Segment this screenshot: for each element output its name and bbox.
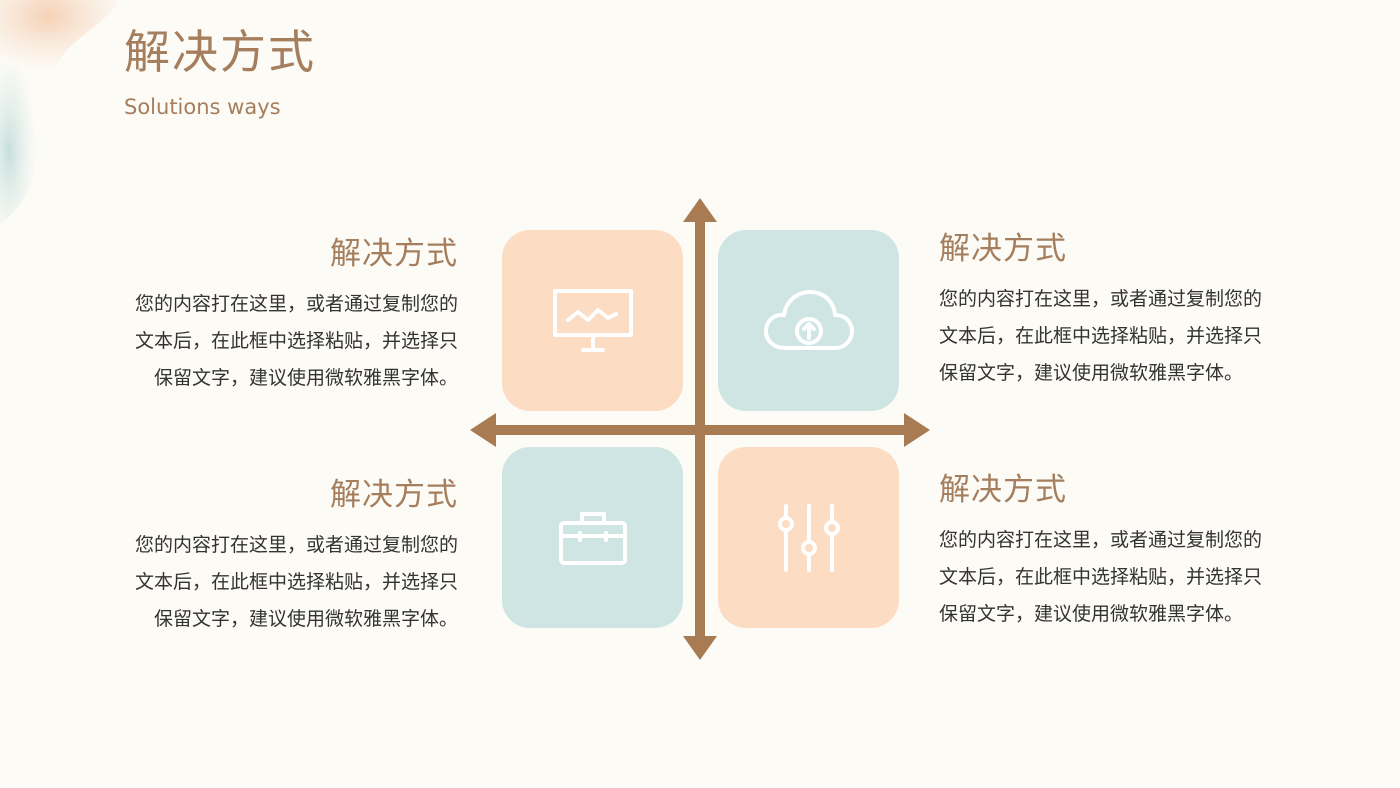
- block-title: 解决方式: [330, 236, 458, 272]
- sliders-icon: [777, 503, 840, 572]
- briefcase-icon: [558, 511, 627, 565]
- block-text-line: 文本后，在此框中选择粘贴，并选择只: [939, 566, 1263, 588]
- arrow-left-icon: [470, 413, 496, 447]
- tile-briefcase: [502, 447, 683, 628]
- tile-sliders: [718, 447, 899, 628]
- block-text-line: 保留文字，建议使用微软雅黑字体。: [153, 367, 458, 389]
- block-text: 您的内容打在这里，或者通过复制您的 文本后，在此框中选择粘贴，并选择只 保留文字…: [98, 527, 458, 638]
- block-text-line: 您的内容打在这里，或者通过复制您的: [134, 293, 458, 315]
- block-text-line: 文本后，在此框中选择粘贴，并选择只: [939, 325, 1263, 347]
- page-subtitle: Solutions ways: [124, 95, 281, 119]
- tile-presentation: [502, 230, 683, 411]
- tile-cloud-upload: [718, 230, 899, 411]
- block-text-line: 您的内容打在这里，或者通过复制您的: [939, 288, 1263, 310]
- vertical-axis-line: [695, 218, 705, 640]
- solution-block-bottom-left: 解决方式 您的内容打在这里，或者通过复制您的 文本后，在此框中选择粘贴，并选择只…: [98, 475, 458, 638]
- block-text: 您的内容打在这里，或者通过复制您的 文本后，在此框中选择粘贴，并选择只 保留文字…: [98, 286, 458, 397]
- cloud-upload-icon: [763, 289, 854, 350]
- block-text: 您的内容打在这里，或者通过复制您的 文本后，在此框中选择粘贴，并选择只 保留文字…: [939, 281, 1299, 392]
- block-title: 解决方式: [939, 231, 1067, 267]
- presentation-chart-icon: [552, 288, 633, 352]
- block-text-line: 文本后，在此框中选择粘贴，并选择只: [134, 571, 458, 593]
- page-title: 解决方式: [124, 25, 316, 79]
- solution-block-top-right: 解决方式 您的内容打在这里，或者通过复制您的 文本后，在此框中选择粘贴，并选择只…: [939, 229, 1299, 392]
- block-text-line: 您的内容打在这里，或者通过复制您的: [134, 534, 458, 556]
- block-text-line: 保留文字，建议使用微软雅黑字体。: [939, 362, 1244, 384]
- block-text-line: 您的内容打在这里，或者通过复制您的: [939, 529, 1263, 551]
- solution-block-bottom-right: 解决方式 您的内容打在这里，或者通过复制您的 文本后，在此框中选择粘贴，并选择只…: [939, 470, 1299, 633]
- solution-block-top-left: 解决方式 您的内容打在这里，或者通过复制您的 文本后，在此框中选择粘贴，并选择只…: [98, 234, 458, 397]
- arrow-down-icon: [683, 636, 717, 660]
- block-text-line: 文本后，在此框中选择粘贴，并选择只: [134, 330, 458, 352]
- block-title: 解决方式: [330, 477, 458, 513]
- block-text-line: 保留文字，建议使用微软雅黑字体。: [939, 603, 1244, 625]
- block-text-line: 保留文字，建议使用微软雅黑字体。: [153, 608, 458, 630]
- block-title: 解决方式: [939, 472, 1067, 508]
- arrow-up-icon: [683, 198, 717, 222]
- block-text: 您的内容打在这里，或者通过复制您的 文本后，在此框中选择粘贴，并选择只 保留文字…: [939, 522, 1299, 633]
- arrow-right-icon: [904, 413, 930, 447]
- horizontal-axis-line: [490, 425, 910, 435]
